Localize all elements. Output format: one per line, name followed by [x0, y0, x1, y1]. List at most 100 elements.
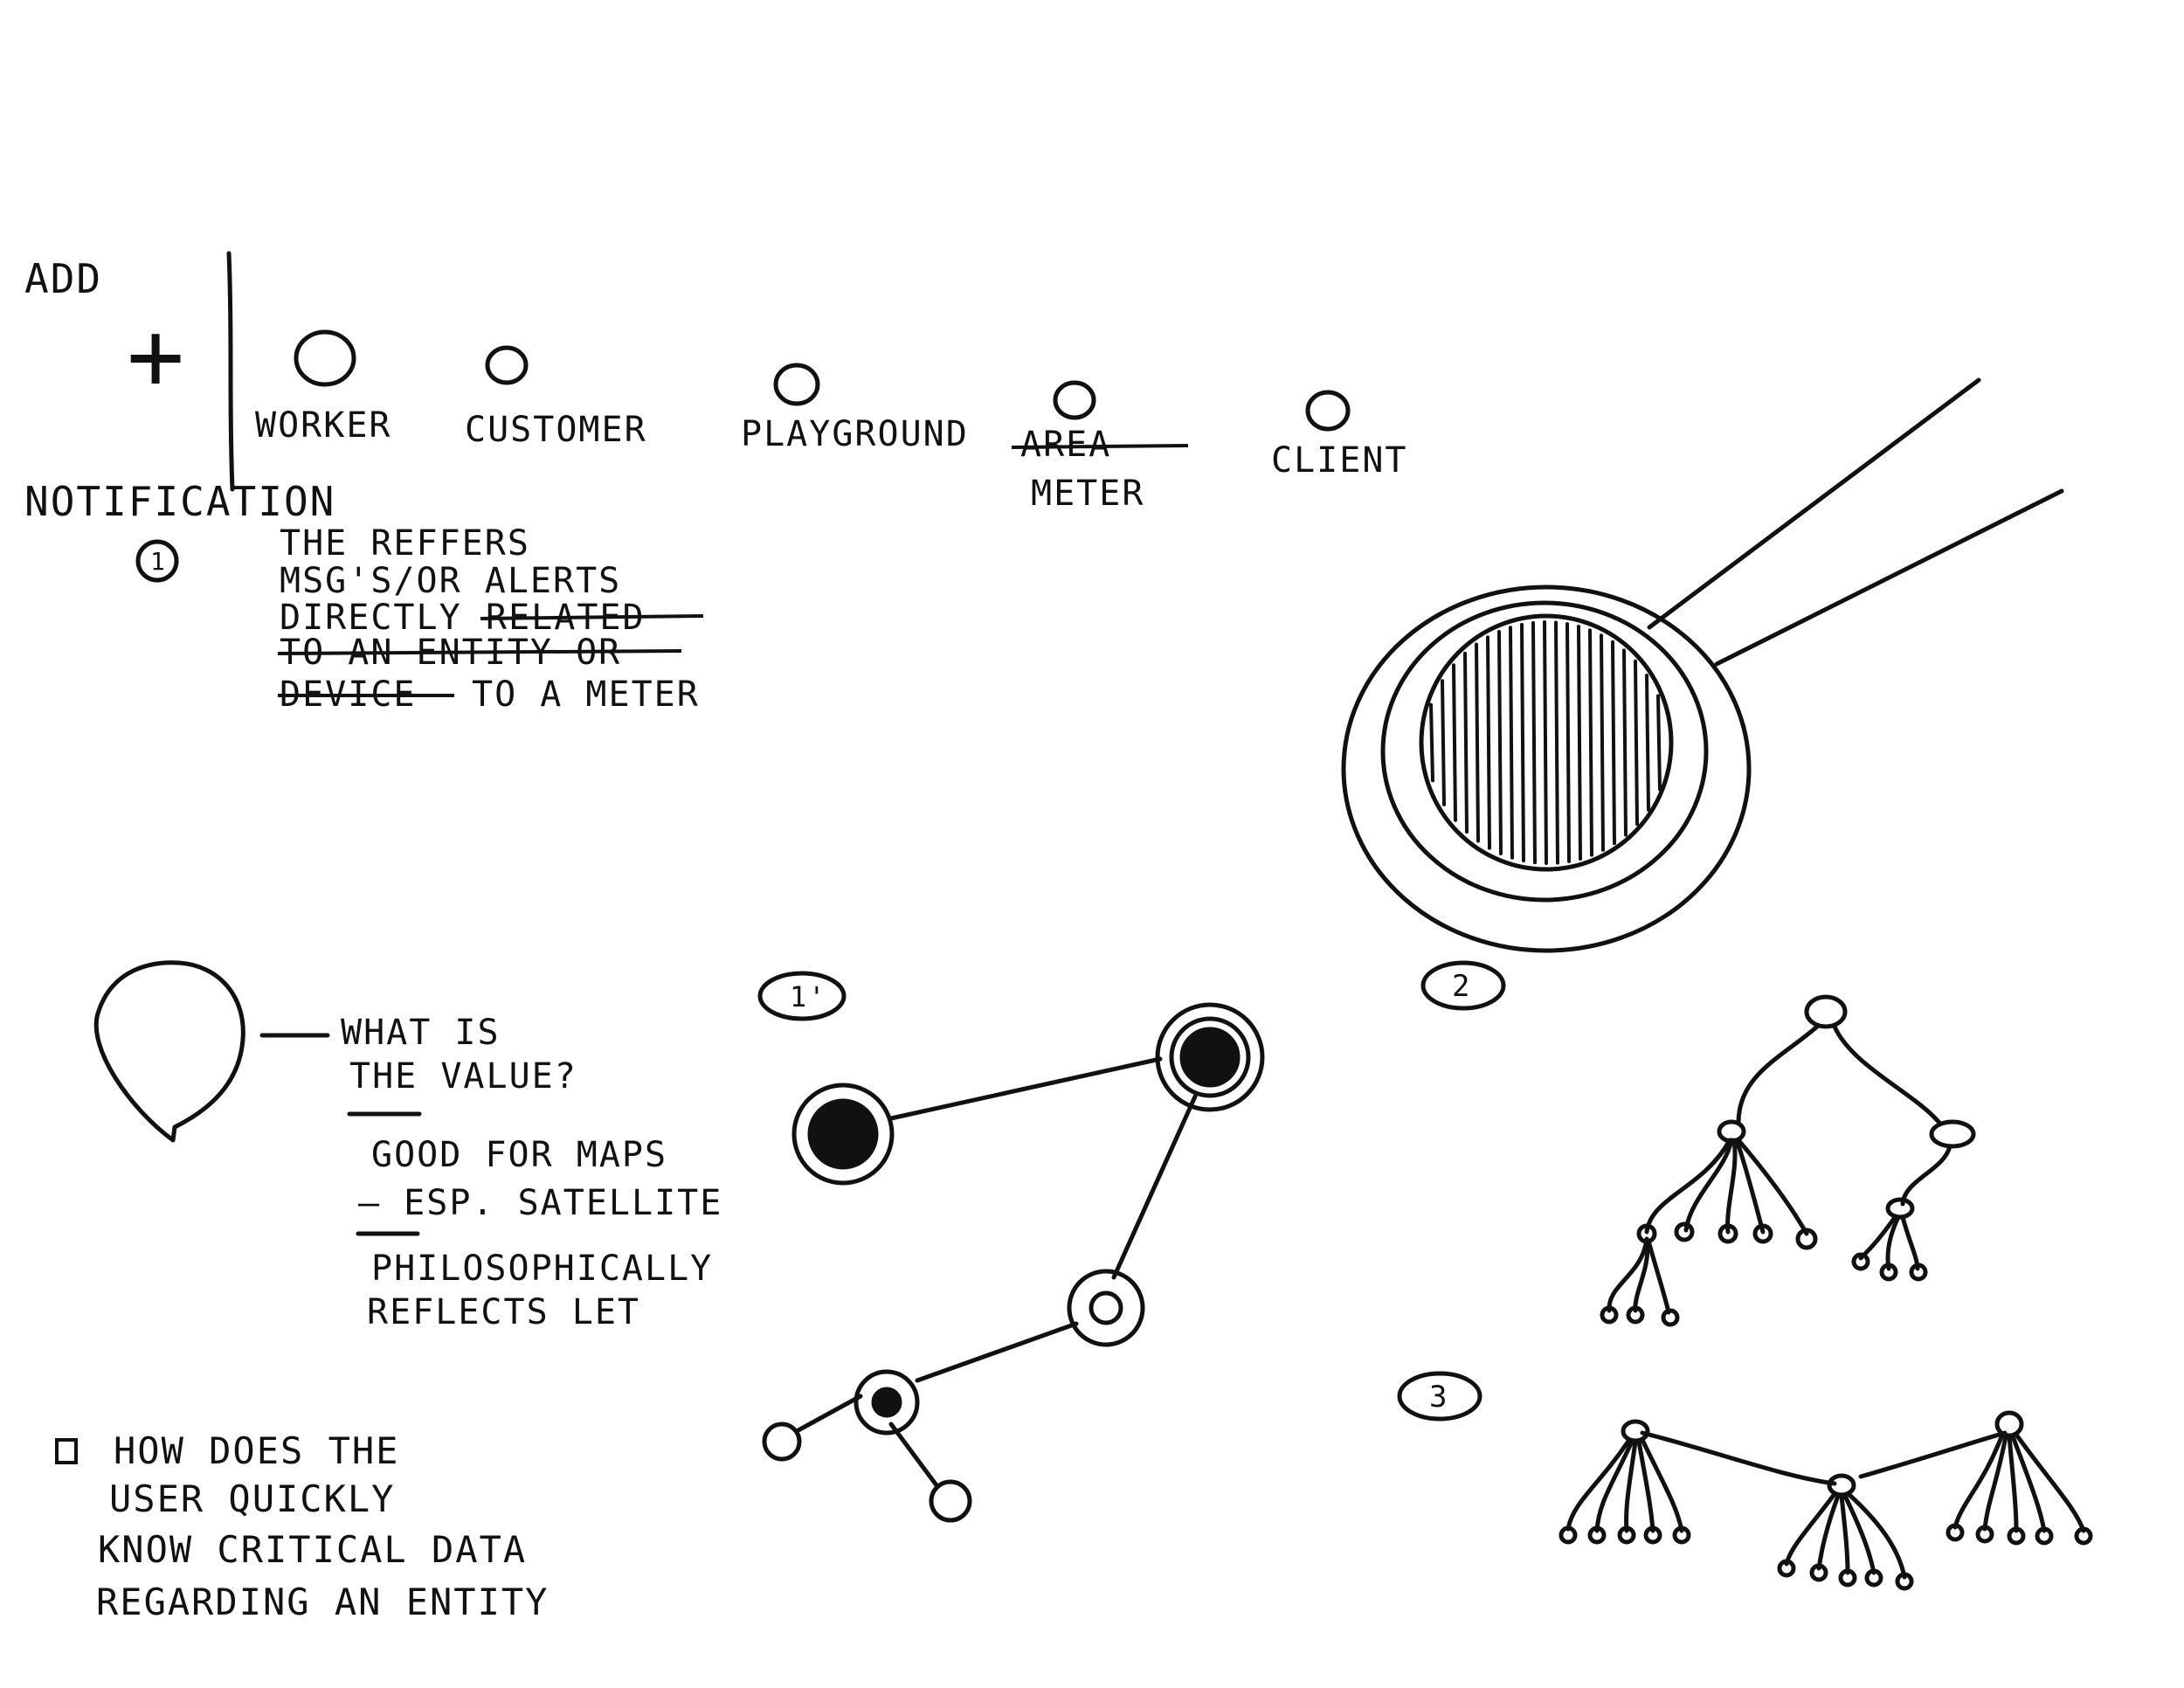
toolbar-item-customer[interactable]: CUSTOMER: [465, 345, 647, 450]
tree-leaf[interactable]: [1717, 1223, 1738, 1244]
tree-leaf[interactable]: [1661, 1308, 1680, 1327]
tree-leaf[interactable]: [1559, 1525, 1578, 1545]
graph-node-empty[interactable]: [1067, 1269, 1145, 1347]
tree-edge: [1846, 1491, 1907, 1580]
hatch-line: [1543, 620, 1548, 865]
tree-leaf[interactable]: [1587, 1525, 1607, 1545]
tree-edge: [1736, 1138, 1809, 1236]
tree-node[interactable]: [1929, 1119, 1976, 1149]
tree-sketch-upper: [1600, 994, 1976, 1327]
tree-edge: [1646, 1238, 1671, 1315]
tree-edge: [1839, 1493, 1850, 1575]
tree-leaf[interactable]: [1643, 1525, 1662, 1545]
tree-leaf[interactable]: [1674, 1221, 1695, 1242]
hatch-line: [1565, 622, 1571, 863]
strikethrough: [480, 614, 704, 620]
pin-note-line: WHAT IS: [341, 1013, 501, 1053]
add-button[interactable]: +: [127, 300, 186, 412]
hatch-line: [1531, 620, 1537, 865]
toolbar-item-worker[interactable]: WORKER: [255, 329, 392, 446]
tree-leaf[interactable]: [1946, 1523, 1965, 1542]
node-ring: [1155, 1002, 1265, 1112]
customer-icon: [485, 345, 529, 385]
note-line: MSG'S/OR ALERTS: [280, 561, 621, 601]
marker-circle: [1397, 1371, 1482, 1422]
tree-leaf[interactable]: [1851, 1252, 1870, 1271]
tree-leaf[interactable]: [1909, 1263, 1928, 1282]
graph-leaf[interactable]: [762, 1422, 802, 1462]
strikethrough: [277, 649, 682, 655]
zoom-lens-sketch: 2: [1341, 377, 2064, 1011]
hatch-line: [1520, 622, 1525, 863]
tree-leaf[interactable]: [1600, 1305, 1619, 1325]
pin-note-line: PHILOSOPHICALLY: [371, 1249, 713, 1289]
hatch-line: [1588, 628, 1593, 857]
pin-note-line: GOOD FOR MAPS: [371, 1135, 667, 1175]
hatch-line: [1611, 640, 1616, 846]
tree-node[interactable]: [1804, 994, 1848, 1029]
toolbar-divider: [226, 251, 235, 492]
toolbar: ADD + NOTIFICATION WORKER CUSTOMER PLAYG…: [24, 251, 1408, 525]
tree-node[interactable]: [1885, 1197, 1915, 1220]
node-ring-inner: [1169, 1016, 1251, 1098]
graph-node-small[interactable]: [854, 1369, 920, 1435]
tree-edge: [1607, 1236, 1649, 1313]
tree-leaf[interactable]: [1752, 1223, 1773, 1244]
marker-number: 1': [790, 980, 827, 1013]
notification-label: NOTIFICATION: [24, 478, 335, 525]
node-core: [807, 1098, 879, 1170]
checkbox[interactable]: [55, 1438, 78, 1464]
toolbar-item-label: CUSTOMER: [465, 410, 647, 450]
pin-note-line: THE VALUE?: [349, 1056, 577, 1097]
marker-circle: [135, 539, 179, 583]
tree-leaf[interactable]: [1879, 1263, 1898, 1282]
toolbar-item-client[interactable]: CLIENT: [1271, 390, 1408, 481]
toolbar-item-meter[interactable]: AREA METER: [1011, 380, 1189, 514]
tree-leaf[interactable]: [1809, 1563, 1828, 1582]
tree-leaf[interactable]: [1617, 1525, 1636, 1545]
graph-edge: [794, 1394, 863, 1434]
toolbar-item-label: METER: [1031, 474, 1144, 514]
tree-edge: [1858, 1430, 2008, 1479]
tree-edge: [1644, 1138, 1732, 1235]
tree-edge: [1633, 1238, 1650, 1313]
tree-leaf[interactable]: [1975, 1525, 1994, 1544]
plus-icon: +: [127, 300, 186, 412]
lens-hatching: [1429, 620, 1662, 865]
tree-edge: [1624, 1439, 1638, 1533]
tree-leaf[interactable]: [1795, 1228, 1818, 1250]
tree-leaf[interactable]: [2035, 1526, 2054, 1546]
pin-tip: [171, 1125, 176, 1142]
worker-icon: [294, 329, 356, 387]
question-line: USER QUICKLY: [109, 1477, 395, 1520]
lens-handle-upper: [1647, 377, 1981, 630]
tree-leaf[interactable]: [2074, 1526, 2093, 1546]
tree-leaf[interactable]: [2007, 1526, 2026, 1546]
graph-node-hub[interactable]: [1155, 1002, 1265, 1112]
tree-node[interactable]: [1994, 1410, 2024, 1438]
toolbar-item-playground[interactable]: PLAYGROUND: [741, 363, 969, 454]
graph-node-large[interactable]: [791, 1083, 895, 1186]
tree-edge: [1900, 1144, 1952, 1207]
tree-leaf[interactable]: [1626, 1305, 1645, 1325]
tree-leaf[interactable]: [1864, 1568, 1883, 1588]
tree-edge: [1784, 1491, 1837, 1567]
graph-edge: [915, 1321, 1079, 1383]
tree-edge: [1565, 1437, 1632, 1532]
strikethrough: [1011, 444, 1189, 449]
tree-edge: [1982, 1434, 2008, 1532]
question-block: HOW DOES THE USER QUICKLY KNOW CRITICAL …: [55, 1429, 547, 1623]
add-label: ADD: [24, 255, 102, 302]
tree-leaf[interactable]: [1838, 1568, 1857, 1588]
pin-notes: WHAT IS THE VALUE? GOOD FOR MAPS — ESP. …: [93, 960, 721, 1332]
question-line: HOW DOES THE: [114, 1429, 399, 1472]
tree-leaf[interactable]: [1895, 1572, 1914, 1591]
tree-edge: [2014, 1432, 2086, 1533]
hatch-line: [1452, 663, 1457, 822]
note-line: TO A METER: [472, 675, 700, 715]
marker-number: 3: [1429, 1380, 1448, 1415]
tree-leaf[interactable]: [1777, 1559, 1796, 1578]
tree-edge: [1832, 1024, 1942, 1125]
graph-leaf[interactable]: [929, 1479, 972, 1523]
tree-leaf[interactable]: [1672, 1525, 1691, 1545]
